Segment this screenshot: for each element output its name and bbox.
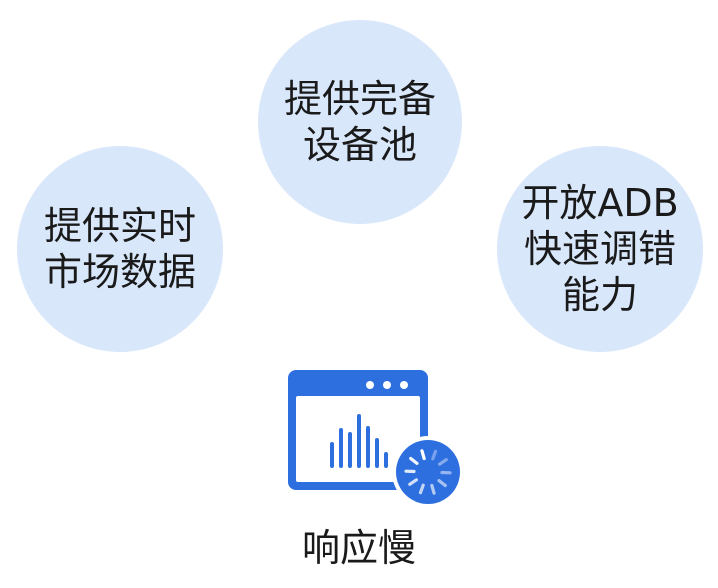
spinner-tick [408, 478, 418, 486]
wave-bar [339, 428, 343, 468]
window-dot-1 [366, 381, 374, 389]
monitor-chart-icon [288, 370, 464, 508]
spinner-tick [438, 458, 448, 466]
bubble-device-pool-line2: 设备池 [302, 123, 417, 167]
caption-slow-response: 响应慢 [301, 526, 416, 570]
bubble-realtime-data: 提供实时 市场数据 [17, 146, 223, 352]
bubble-realtime-data-line2: 市场数据 [43, 250, 196, 294]
spinner-ticks [404, 449, 452, 495]
wave-bar [366, 426, 370, 468]
wave-bar [357, 414, 361, 468]
window-dot-3 [400, 381, 408, 389]
loading-spinner-icon [396, 440, 460, 504]
wave-bar [375, 438, 379, 468]
waveform-bars [330, 414, 388, 468]
wave-bar [348, 432, 352, 468]
spinner-tick [418, 483, 425, 495]
bubble-adb-debug-line2: 快速调错 [523, 227, 676, 271]
bubble-realtime-data-line1: 提供实时 [43, 204, 196, 248]
bubble-adb-debug-line1: 开放ADB [521, 181, 679, 225]
bubble-adb-debug: 开放ADB 快速调错 能力 [497, 146, 703, 352]
spinner-tick [431, 449, 438, 461]
spinner-tick [437, 479, 447, 488]
wave-bar [384, 452, 388, 468]
window-dot-2 [383, 381, 391, 389]
bubble-device-pool-line1: 提供完备 [283, 77, 436, 121]
bubble-device-pool: 提供完备 设备池 [258, 20, 462, 224]
spinner-tick [430, 483, 436, 495]
wave-bar [330, 442, 334, 468]
spinner-tick [420, 449, 426, 461]
bubble-adb-debug-line3: 能力 [561, 273, 638, 317]
spinner-tick [409, 456, 419, 465]
